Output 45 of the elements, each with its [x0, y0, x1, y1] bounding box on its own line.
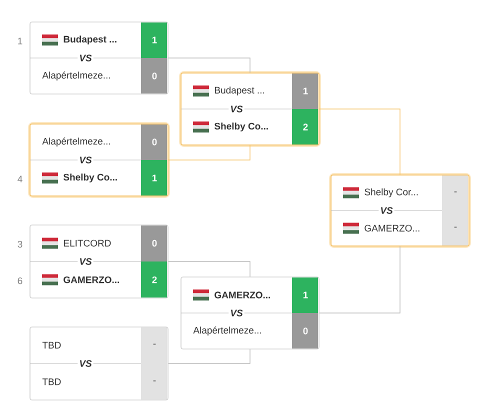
- vs-label: VS: [78, 256, 94, 266]
- team-name: Alapértelmeze...: [42, 72, 110, 80]
- team-name: Shelby Co...: [63, 174, 117, 182]
- score-cell: 0: [141, 58, 167, 94]
- vs-label: VS: [78, 155, 94, 165]
- seed-number: 1: [18, 38, 22, 44]
- seed-number: 4: [18, 176, 22, 182]
- connector-line: [319, 108, 400, 175]
- team-name: Shelby Co...: [214, 122, 268, 132]
- score-cell: 1: [292, 74, 318, 109]
- connector-line: [168, 261, 250, 278]
- score-cell: 1: [292, 278, 318, 313]
- connector-line: [168, 348, 250, 364]
- team-name: Alapértelmeze...: [193, 326, 261, 336]
- score-cell: 2: [141, 262, 167, 298]
- score-cell: -: [141, 328, 167, 364]
- team-name: TBD: [42, 378, 61, 386]
- team-name: Budapest ...: [215, 86, 264, 96]
- seed-number: 3: [18, 240, 22, 248]
- team-name: TBD: [42, 342, 61, 348]
- score-cell: 2: [292, 109, 318, 144]
- vs-label: VS: [378, 206, 394, 216]
- vs-label: VS: [78, 53, 94, 63]
- score-cell: 0: [141, 226, 167, 262]
- vs-label: VS: [228, 308, 244, 318]
- team-name: Alapértelmeze...: [42, 138, 110, 146]
- score-cell: 1: [141, 160, 167, 196]
- score-cell: 0: [141, 124, 167, 160]
- score-cell: 0: [292, 313, 318, 348]
- team-name: Budapest ...: [64, 36, 116, 44]
- team-name: GAMERZO...: [214, 292, 270, 298]
- team-name: Shelby Cor...: [364, 188, 418, 198]
- vs-label: VS: [228, 104, 244, 114]
- vs-label: VS: [78, 358, 94, 368]
- team-name: GAMERZO...: [364, 224, 420, 232]
- seed-number: 6: [18, 277, 22, 284]
- score-cell: 1: [141, 22, 167, 58]
- team-name: GAMERZO...: [64, 276, 120, 284]
- score-cell: -: [442, 210, 468, 246]
- connector-line: [168, 145, 250, 160]
- connector-line: [318, 246, 400, 314]
- connector-line: [168, 58, 250, 73]
- team-name: ELITCORD: [64, 240, 111, 247]
- score-cell: -: [141, 364, 167, 400]
- score-cell: -: [442, 176, 468, 210]
